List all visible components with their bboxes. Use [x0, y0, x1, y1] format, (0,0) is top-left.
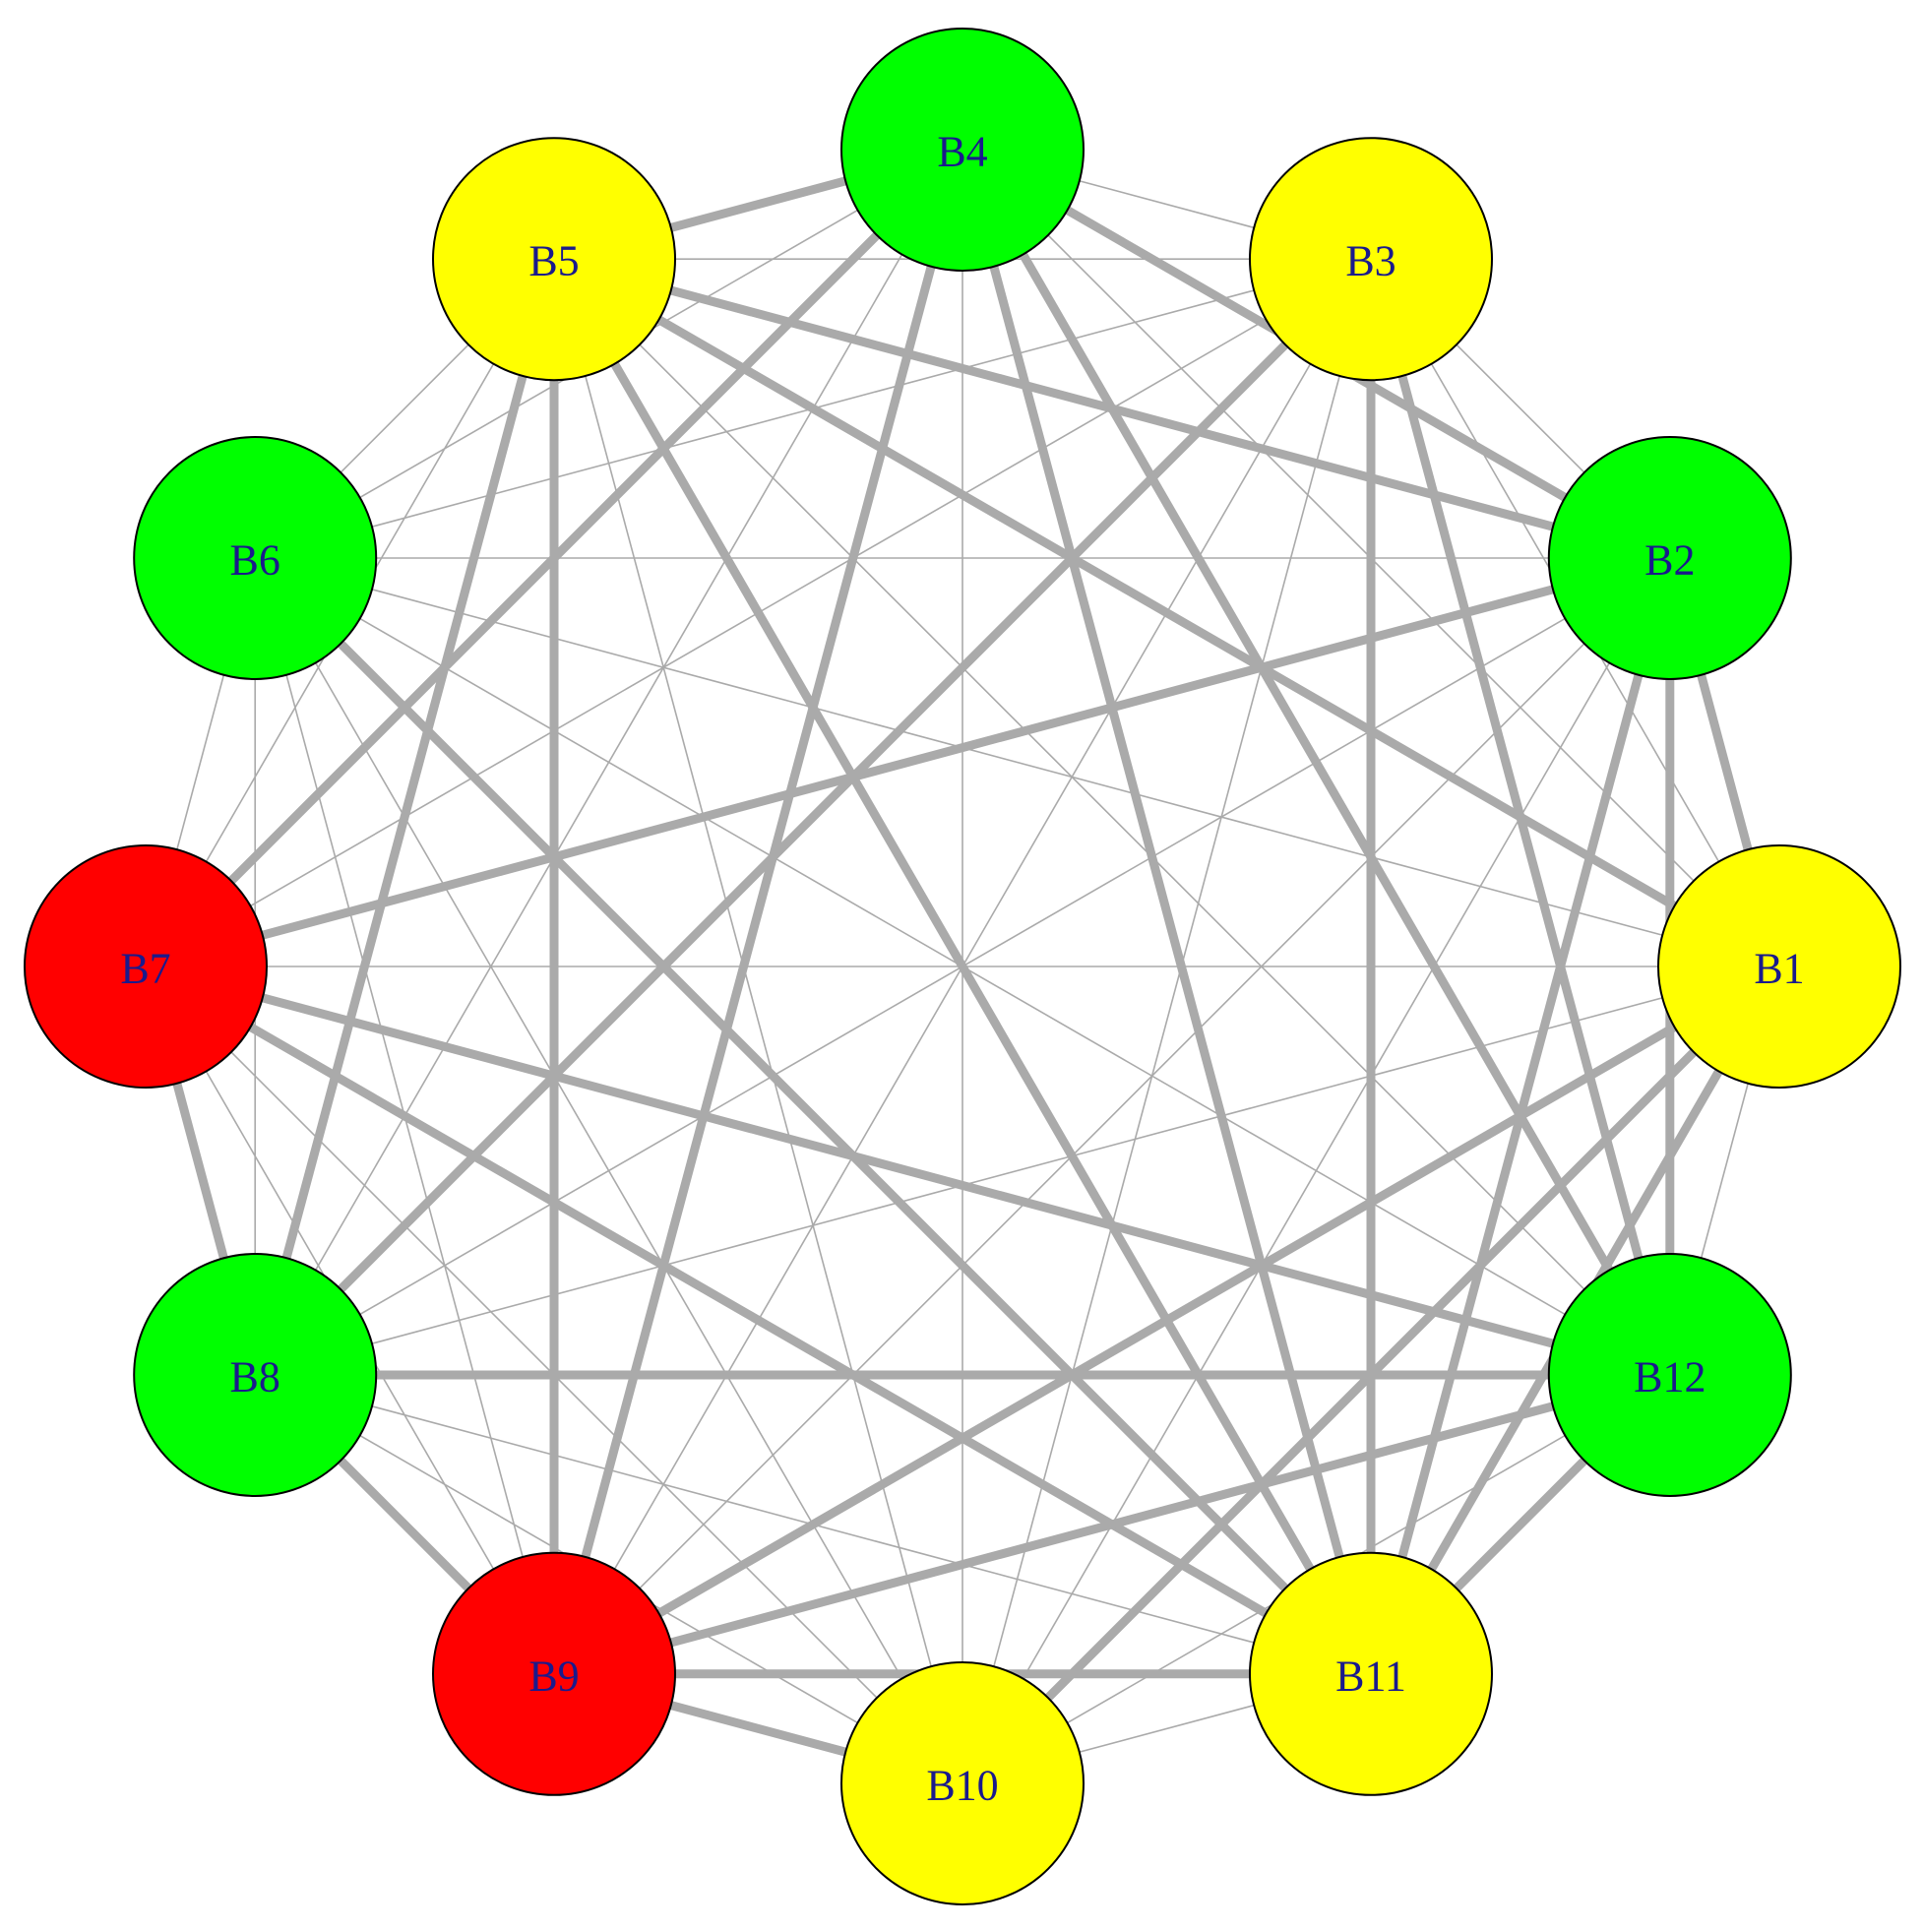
node-b5: B5 [432, 137, 676, 382]
node-b11: B11 [1249, 1551, 1493, 1796]
edge-b1-b8 [254, 966, 1780, 1376]
node-circle [133, 1253, 378, 1497]
node-label: B10 [926, 1762, 998, 1810]
edge-b5-b8 [250, 258, 559, 1377]
node-b7: B7 [24, 844, 268, 1089]
node-b3: B3 [1249, 137, 1493, 382]
node-b4: B4 [840, 28, 1085, 272]
edge-b4-b9 [549, 148, 967, 1675]
node-circle [133, 436, 378, 680]
edge-b5-b11 [550, 256, 1375, 1677]
edge-b9-b12 [552, 1370, 1671, 1679]
node-circle [1547, 436, 1792, 680]
node-b12: B12 [1547, 1253, 1792, 1497]
edges-layer [141, 145, 1784, 1788]
edge-b3-b10 [962, 258, 1372, 1784]
node-label: B5 [528, 237, 579, 285]
edge-b4-b11 [958, 148, 1376, 1675]
node-label: B1 [1754, 945, 1804, 993]
node-circle [1249, 1551, 1493, 1796]
node-label: B11 [1335, 1652, 1406, 1700]
edge-b3-b12 [1366, 258, 1675, 1377]
node-b10: B10 [840, 1661, 1085, 1905]
node-circle [840, 1661, 1085, 1905]
edge-b7-b12 [144, 962, 1671, 1380]
node-b9: B9 [432, 1551, 676, 1796]
edge-b2-b9 [553, 557, 1671, 1675]
edge-b2-b7 [144, 553, 1671, 971]
edge-b3-b8 [252, 256, 1375, 1379]
edge-b5-b12 [553, 258, 1671, 1376]
node-b2: B2 [1547, 436, 1792, 680]
node-label: B6 [230, 536, 280, 585]
node-label: B3 [1345, 237, 1396, 285]
edge-b4-b12 [959, 147, 1674, 1378]
edge-b1-b6 [254, 557, 1780, 967]
edge-b1-b5 [551, 255, 1782, 970]
node-circle [1249, 137, 1493, 382]
node-b8: B8 [133, 1253, 378, 1497]
node-label: B9 [528, 1652, 579, 1700]
node-circle [432, 137, 676, 382]
edge-b5-b10 [553, 258, 963, 1784]
node-circle [24, 844, 268, 1089]
edge-b6-b11 [252, 554, 1375, 1677]
node-b6: B6 [133, 436, 378, 680]
edge-b6-b10 [254, 557, 963, 1784]
node-label: B12 [1634, 1353, 1706, 1402]
node-label: B2 [1644, 536, 1695, 585]
edge-b7-b11 [143, 963, 1374, 1678]
node-b1: B1 [1657, 844, 1901, 1089]
node-circle [840, 28, 1085, 272]
node-label: B8 [230, 1353, 280, 1402]
node-label: B4 [937, 128, 987, 176]
node-circle [432, 1551, 676, 1796]
node-label: B7 [120, 945, 170, 993]
node-circle [1547, 1253, 1792, 1497]
node-circle [1657, 844, 1901, 1089]
